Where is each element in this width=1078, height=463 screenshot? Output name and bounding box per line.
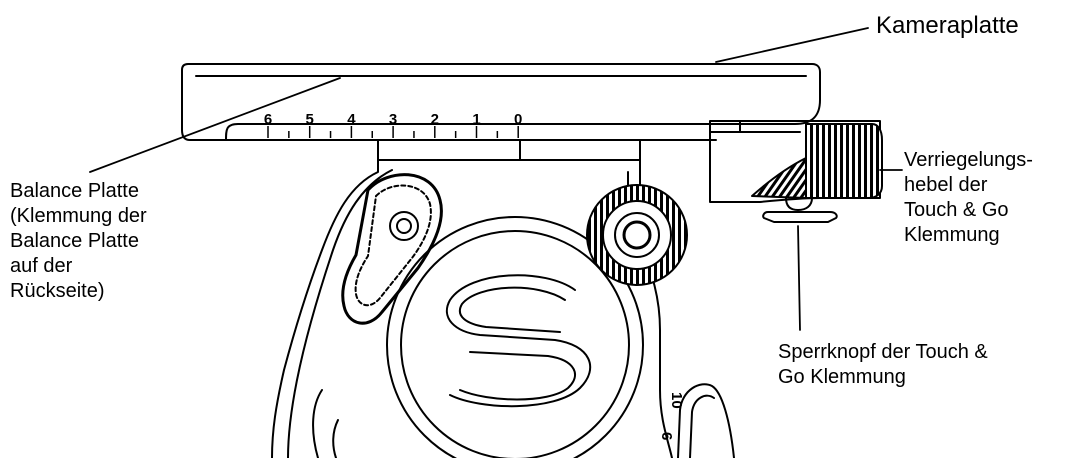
- label-balance-line-3: Balance Platte: [10, 230, 139, 252]
- scale-tick-label: 3: [389, 111, 397, 128]
- leader-balance-platte: [89, 77, 341, 173]
- s-logo-inner-2: [459, 351, 576, 401]
- balance-clamp-lever-inner: [354, 184, 432, 307]
- s-logo-inner: [458, 286, 566, 333]
- label-verr-line-3: Touch & Go: [904, 199, 1009, 221]
- label-sperrknopf: Sperrknopf der Touch & Go Klemmung: [778, 340, 988, 390]
- scale-tick-label: 1: [472, 111, 480, 128]
- balance-plate-rail: [377, 139, 641, 161]
- label-verr-line-1: Verriegelungs-: [904, 149, 1033, 171]
- scale-tick-label: 6: [264, 111, 272, 128]
- label-sperr-line-2: Go Klemmung: [778, 366, 906, 388]
- balance-clamp-lever: [341, 173, 443, 325]
- label-balance-line-4: auf der: [10, 255, 73, 277]
- label-sperr-line-1: Sperrknopf der Touch &: [778, 341, 988, 363]
- head-marking-6: 6: [658, 432, 675, 440]
- scale-tick-label: 2: [431, 111, 439, 128]
- head-body-outline: [271, 159, 379, 459]
- camera-plate: [181, 63, 821, 141]
- head-body-inner-left: [287, 169, 393, 459]
- locking-lever: [805, 123, 883, 199]
- lock-button-cap: [762, 211, 838, 223]
- label-balance-line-1: Balance Platte: [10, 180, 139, 202]
- leader-kameraplatte: [715, 27, 869, 63]
- scale-tick-label: 4: [347, 111, 356, 128]
- side-knob-ring: [614, 212, 660, 258]
- scale-tick-label: 0: [514, 111, 522, 128]
- right-handle-inner: [689, 394, 715, 459]
- head-lower-left-rim-2: [332, 419, 339, 459]
- scale-ticks: [267, 126, 519, 138]
- scale-labels: 6 5 4 3 2 1 0: [264, 111, 523, 128]
- side-knob-bolt: [622, 220, 652, 250]
- label-kameraplatte: Kameraplatte: [876, 12, 1019, 39]
- label-balance-platte: Balance Platte (Klemmung der Balance Pla…: [10, 179, 147, 304]
- lock-button-stem: [785, 197, 813, 211]
- head-marking-10: 10: [668, 392, 685, 409]
- clamp-lever-pivot-outer: [389, 211, 419, 241]
- label-verriegelungshebel: Verriegelungs- hebel der Touch & Go Klem…: [904, 148, 1033, 248]
- scale-tick-label: 5: [306, 111, 314, 128]
- s-logo-disc-inner: [400, 230, 630, 460]
- right-handle: [677, 383, 735, 459]
- label-balance-line-5: Rückseite): [10, 280, 105, 302]
- leader-sperrknopf: [797, 225, 801, 331]
- s-logo: [445, 274, 592, 408]
- head-lower-left-rim: [312, 389, 323, 459]
- label-balance-line-2: (Klemmung der: [10, 205, 147, 227]
- clamp-lever-pivot-inner: [396, 218, 412, 234]
- label-verr-line-4: Klemmung: [904, 224, 1000, 246]
- s-logo-disc-outer: [386, 216, 644, 463]
- side-knob-face: [602, 200, 672, 270]
- label-verr-line-2: hebel der: [904, 174, 988, 196]
- locking-lever-ramp: [751, 157, 807, 199]
